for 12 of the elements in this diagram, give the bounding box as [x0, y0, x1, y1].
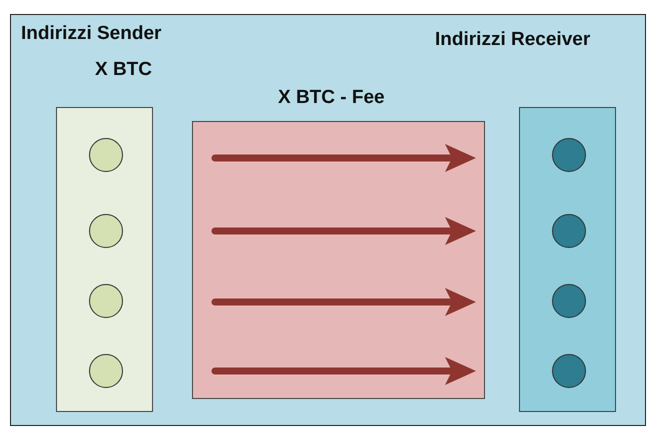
address-circle: [88, 214, 122, 248]
address-circle: [552, 138, 586, 172]
address-circle: [88, 138, 122, 172]
address-circle: [552, 354, 586, 388]
heading: X BTC: [95, 59, 152, 81]
heading: Indirizzi Receiver: [435, 29, 590, 51]
heading: Indirizzi Sender: [21, 23, 162, 45]
address-circle: [88, 354, 122, 388]
heading: X BTC - Fee: [278, 87, 385, 109]
address-circle: [552, 214, 586, 248]
address-circle: [552, 284, 586, 318]
address-circle: [88, 284, 122, 318]
